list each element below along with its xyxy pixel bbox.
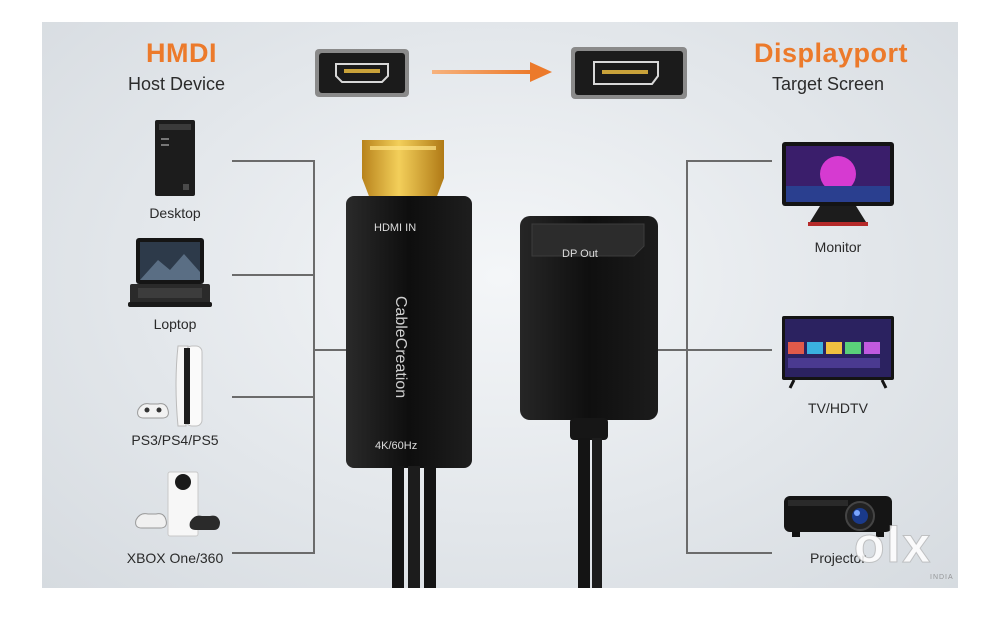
spec-label: 4K/60Hz — [375, 440, 418, 452]
device-label-xbox: XBOX One/360 — [126, 550, 224, 566]
device-label-projector: Projector — [809, 550, 867, 566]
brand-label: CableCreation — [390, 292, 410, 404]
hdmi-title: HMDI — [146, 38, 217, 68]
connector-line — [232, 160, 314, 162]
device-label-playstation: PS3/PS4/PS5 — [131, 432, 219, 448]
connector-line — [313, 349, 347, 351]
product-infographic: HMDI Host Device Displayport Target Scre… — [42, 22, 958, 588]
connector-line — [232, 396, 314, 398]
connector-line — [686, 160, 772, 162]
desktop-tower-icon — [153, 118, 197, 198]
hdmi-port-icon — [314, 48, 410, 98]
connector-line — [232, 552, 314, 554]
displayport-title: Displayport — [754, 38, 909, 68]
device-label-desktop: Desktop — [149, 205, 201, 221]
arrow-right-icon — [432, 60, 554, 84]
hdmi-in-label: HDMI IN — [374, 222, 417, 234]
displayport-adapter-socket — [516, 212, 662, 588]
host-device-subtitle: Host Device — [128, 74, 226, 94]
target-screen-subtitle: Target Screen — [772, 74, 885, 94]
watermark-sub: INDIA — [930, 574, 954, 581]
connector-line — [686, 160, 688, 554]
xbox-console-icon — [134, 468, 220, 542]
displayport-port-icon — [570, 46, 688, 100]
laptop-icon — [128, 236, 212, 310]
connector-line — [686, 349, 772, 351]
dp-out-label: DP Out — [562, 248, 598, 260]
connector-line — [313, 160, 315, 554]
connector-line — [656, 349, 688, 351]
tv-icon — [780, 314, 896, 390]
watermark-logo: olx — [854, 517, 933, 573]
device-label-monitor: Monitor — [814, 239, 862, 255]
projector-icon — [782, 488, 894, 540]
hdmi-adapter-plug — [342, 138, 482, 588]
connector-line — [686, 552, 772, 554]
device-label-laptop: Loptop — [153, 316, 197, 332]
device-label-tv: TV/HDTV — [808, 400, 868, 416]
connector-line — [232, 274, 314, 276]
brand-text: CableCreation — [392, 295, 409, 399]
monitor-icon — [780, 140, 896, 230]
olx-watermark: olx INDIA — [854, 520, 964, 590]
playstation-console-icon — [134, 344, 214, 428]
